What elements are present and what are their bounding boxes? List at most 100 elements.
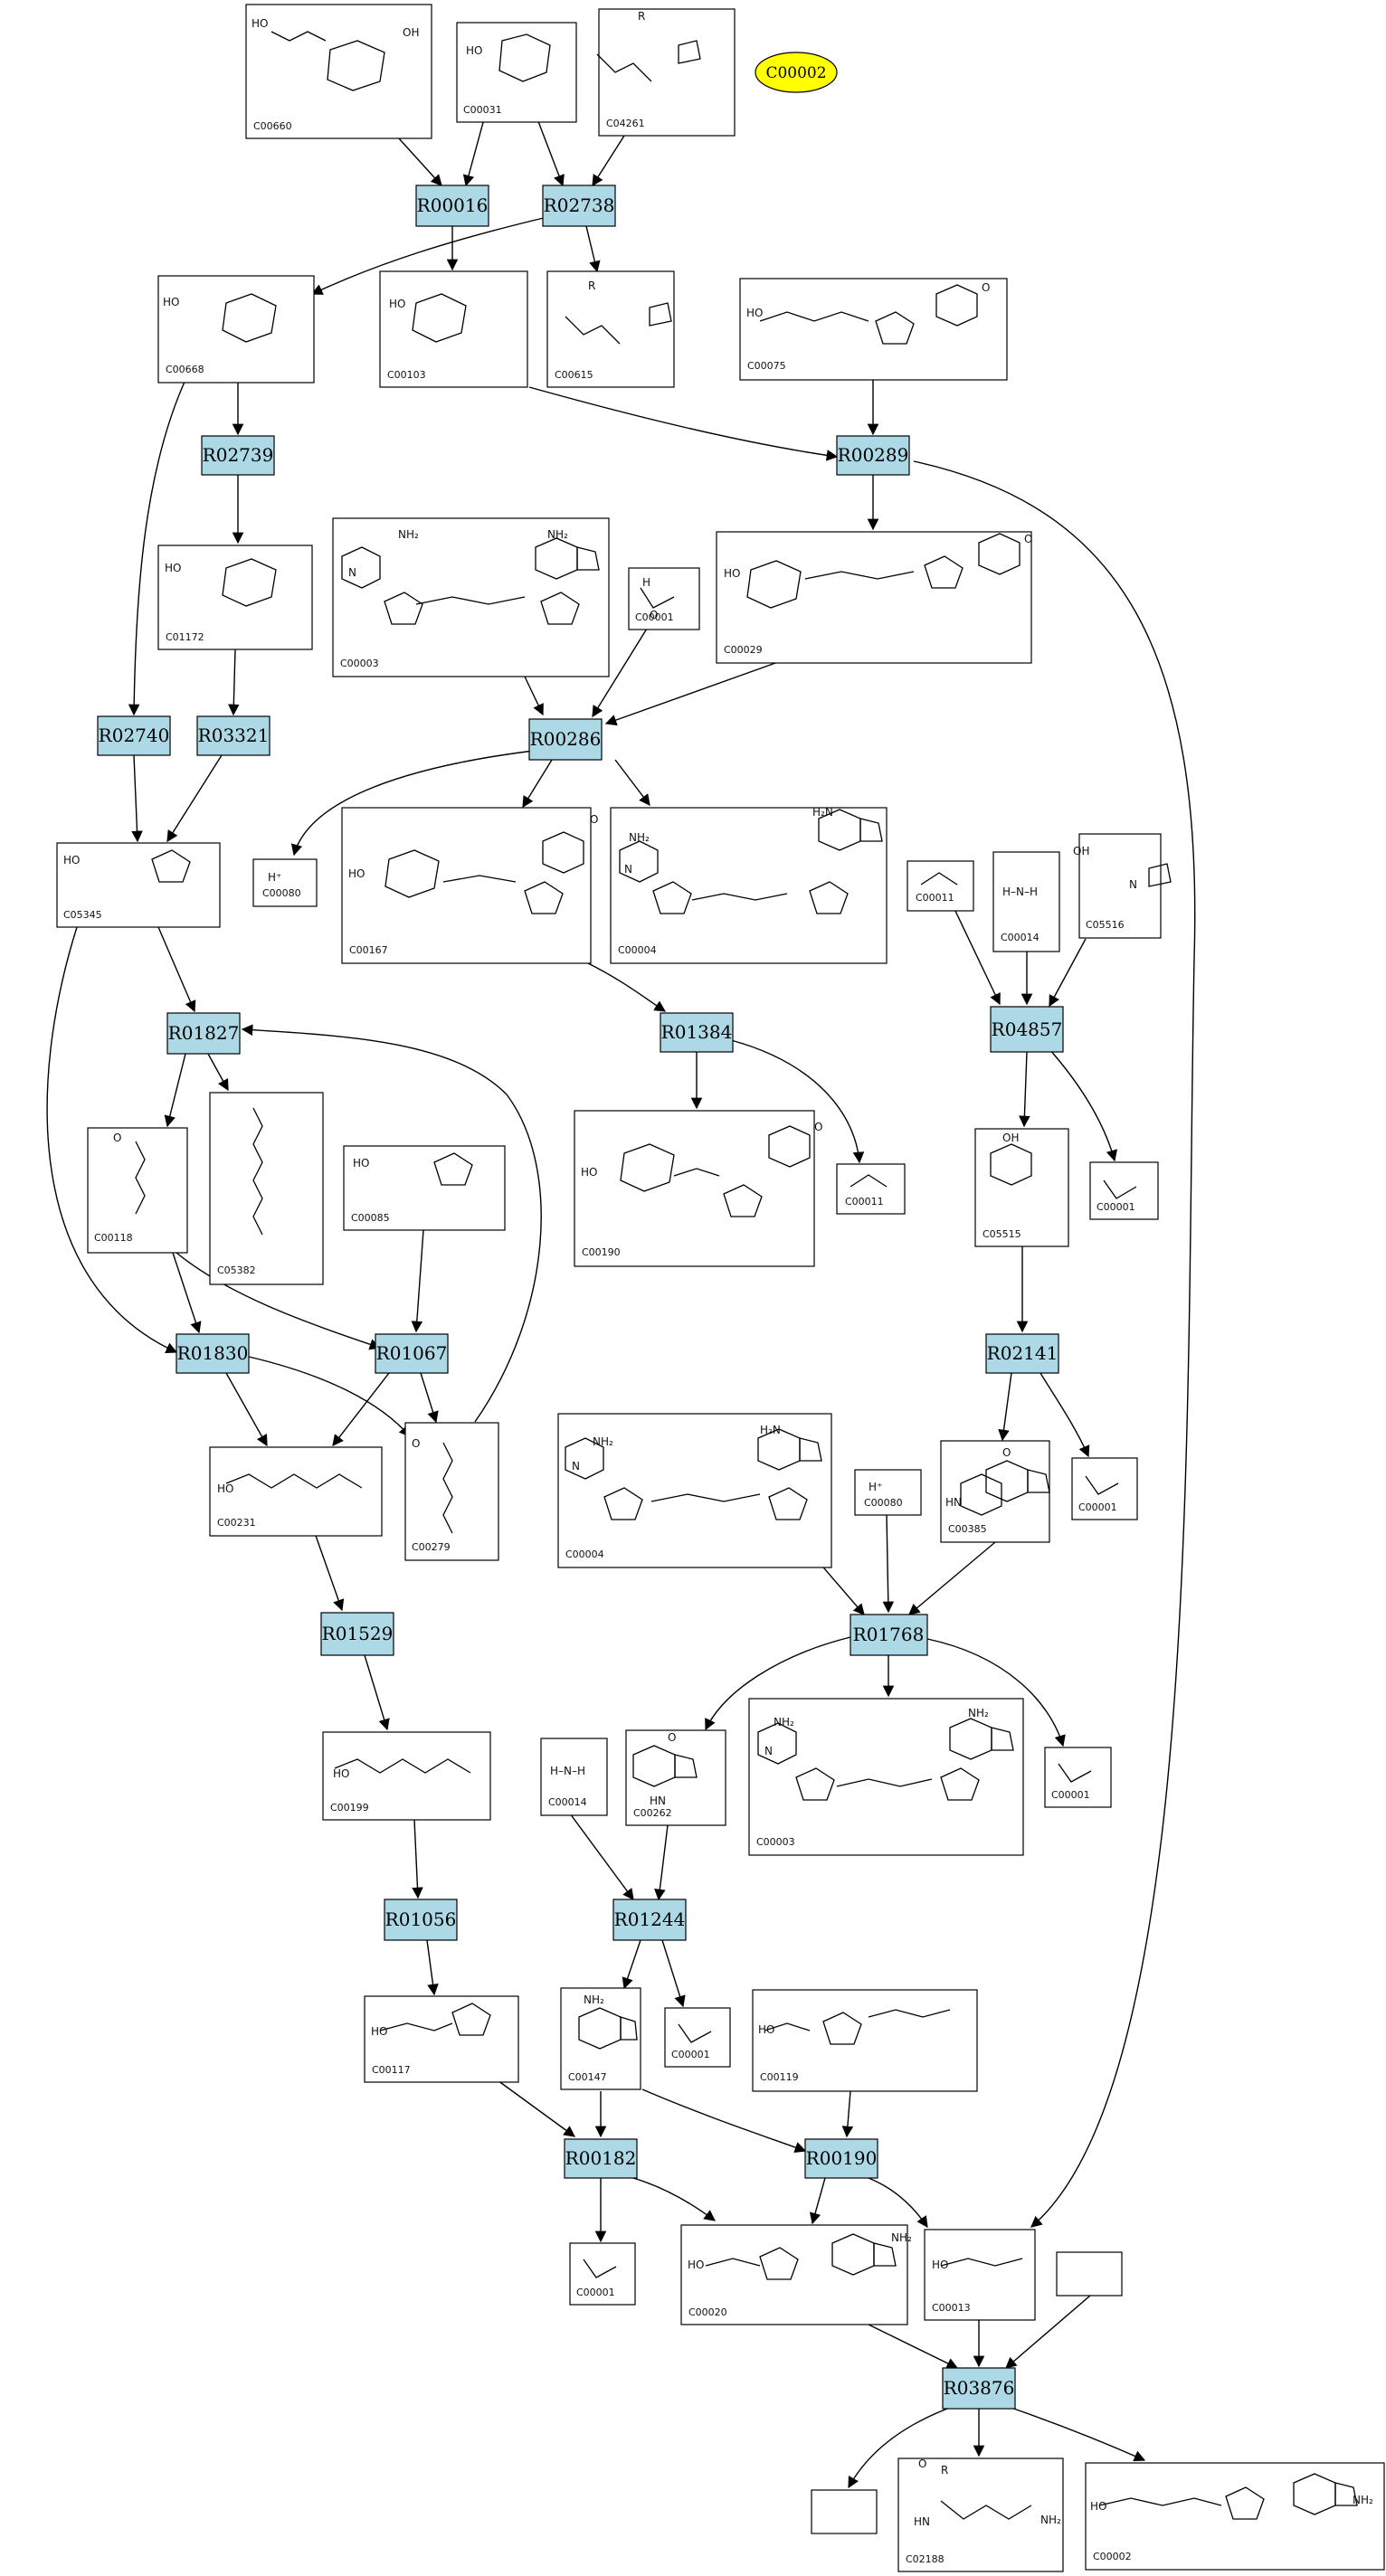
reaction-r01244[interactable]: R01244 [612, 1899, 687, 1941]
compound-c00003b[interactable]: C00003 [748, 1698, 1024, 1856]
amide-label: NH₂ [774, 1716, 794, 1728]
compound-c00003a[interactable]: C00003 [332, 517, 610, 677]
ammonia-label: H–N–H [1002, 886, 1038, 898]
compound-code: C02188 [906, 2553, 945, 2565]
reaction-r02738[interactable]: R02738 [542, 185, 616, 227]
compound-code: C00002 [1093, 2551, 1132, 2562]
compound-c00031[interactable]: C00031 [456, 22, 577, 123]
reaction-r01827[interactable]: R01827 [166, 1012, 241, 1055]
o-label: O [668, 1731, 676, 1744]
reaction-r00016[interactable]: R00016 [415, 185, 489, 227]
compound-c00004a[interactable]: C00004 [610, 807, 888, 964]
compound-c02188[interactable]: C02188 [897, 2458, 1064, 2572]
h-plus-label: H⁺ [268, 871, 281, 884]
reaction-r02141[interactable]: R02141 [985, 1333, 1059, 1374]
compound-c00011b[interactable]: C00011 [836, 1163, 906, 1215]
compound-c00117[interactable]: C00117 [364, 1995, 519, 2083]
reaction-r01830[interactable]: R01830 [176, 1333, 250, 1374]
edge [868, 2177, 928, 2229]
compound-c00262[interactable]: C00262 [625, 1729, 726, 1826]
amide-label: NH₂ [398, 528, 419, 541]
reaction-label: R01056 [385, 1908, 457, 1930]
reaction-r01529[interactable]: R01529 [320, 1612, 394, 1656]
edge [868, 2324, 959, 2369]
reaction-r02739[interactable]: R02739 [201, 435, 275, 476]
edge [528, 386, 839, 461]
compound-c00167[interactable]: C00167 [341, 807, 592, 964]
compound-c00080a[interactable]: C00080 [252, 858, 318, 907]
compound-blank-output[interactable] [811, 2489, 878, 2534]
compound-code: C00020 [688, 2306, 727, 2318]
compound-c00029[interactable]: C00029 [716, 531, 1032, 664]
edge [310, 216, 548, 295]
compound-c00001a[interactable]: C00001 [628, 567, 700, 630]
edge [128, 379, 186, 716]
compound-c00668[interactable]: C00668 [157, 275, 315, 384]
compound-code: C00103 [387, 369, 426, 381]
compound-c05345[interactable]: C05345 [56, 842, 221, 928]
compound-code: C00013 [932, 2302, 971, 2314]
reaction-label: R00286 [530, 728, 602, 750]
reaction-r01384[interactable]: R01384 [660, 1012, 734, 1053]
reaction-r00182[interactable]: R00182 [564, 2138, 638, 2179]
compound-c00001d[interactable]: C00001 [1044, 1747, 1112, 1808]
compound-code: C00003 [340, 658, 379, 669]
reaction-r02740[interactable]: R02740 [97, 715, 171, 756]
compound-c00014a[interactable]: C00014 [992, 851, 1060, 952]
compound-c00001c[interactable]: C00001 [1071, 1457, 1138, 1520]
compound-c00118[interactable]: C00118 [87, 1127, 188, 1254]
compound-c04261[interactable]: C04261 [598, 8, 736, 137]
reaction-r03321[interactable]: R03321 [196, 715, 271, 756]
compound-c00001b[interactable]: C00001 [1089, 1161, 1159, 1220]
reaction-r01056[interactable]: R01056 [384, 1899, 458, 1941]
compound-c00231[interactable]: C00231 [209, 1446, 383, 1537]
compound-c00279[interactable]: C00279 [404, 1422, 499, 1561]
reaction-r00289[interactable]: R00289 [836, 435, 910, 476]
compound-c00190[interactable]: C00190 [574, 1110, 815, 1267]
edge [1005, 2295, 1091, 2369]
compound-c00660[interactable]: C00660 [245, 4, 432, 139]
compound-c00147[interactable]: C00147 [560, 1987, 641, 2090]
reaction-r01768[interactable]: R01768 [850, 1614, 928, 1656]
compound-c00385[interactable]: C00385 [940, 1440, 1050, 1543]
compound-code: C00001 [671, 2049, 710, 2060]
compound-c01172[interactable]: C01172 [157, 545, 313, 650]
compound-c00014b[interactable]: C00014 [540, 1738, 608, 1816]
highlight-compound-ellipse[interactable]: C00002 [755, 52, 838, 93]
edge [314, 1532, 345, 1612]
reaction-label: R00190 [806, 2147, 878, 2169]
reaction-r00286[interactable]: R00286 [528, 718, 603, 761]
compound-c00004b[interactable]: C00004 [557, 1413, 832, 1568]
compound-c00020[interactable]: C00020 [680, 2224, 908, 2325]
compound-blank-input[interactable] [1056, 2251, 1123, 2297]
reaction-r01067[interactable]: R01067 [375, 1333, 449, 1374]
reaction-r03876[interactable]: R03876 [942, 2367, 1016, 2410]
reaction-r04857[interactable]: R04857 [990, 1006, 1064, 1053]
compound-c00615[interactable]: C00615 [546, 270, 675, 388]
edge [1049, 938, 1087, 1008]
edge [164, 1053, 186, 1128]
compound-code: C00147 [568, 2071, 607, 2083]
compound-c00103[interactable]: C00103 [379, 270, 528, 388]
compound-c00002[interactable]: C00002 [1085, 2462, 1385, 2571]
ho-label: HO [333, 1767, 349, 1780]
compound-c05382[interactable]: C05382 [209, 1092, 324, 1285]
compound-c00085[interactable]: C00085 [343, 1145, 506, 1231]
h-plus-label: H⁺ [869, 1481, 882, 1493]
reaction-r00190[interactable]: R00190 [804, 2138, 878, 2179]
ho-label: HO [724, 567, 740, 580]
ho-label: HO [252, 17, 268, 30]
compound-c00001e[interactable]: C00001 [664, 2007, 731, 2068]
compound-c00013[interactable]: C00013 [924, 2229, 1036, 2321]
compound-c05516[interactable]: C05516 [1078, 833, 1162, 939]
compound-c00080b[interactable]: C00080 [854, 1469, 922, 1516]
compound-c00011a[interactable]: C00011 [907, 860, 974, 912]
compound-c00075[interactable]: C00075 [739, 278, 1008, 381]
n-label: N [572, 1460, 580, 1473]
compound-c00119[interactable]: C00119 [752, 1989, 978, 2092]
compound-c00199[interactable]: C00199 [322, 1731, 491, 1821]
edge [705, 1636, 851, 1731]
compound-c05515[interactable]: C05515 [974, 1128, 1069, 1247]
o-label: O [412, 1437, 420, 1450]
edge [809, 2177, 826, 2225]
